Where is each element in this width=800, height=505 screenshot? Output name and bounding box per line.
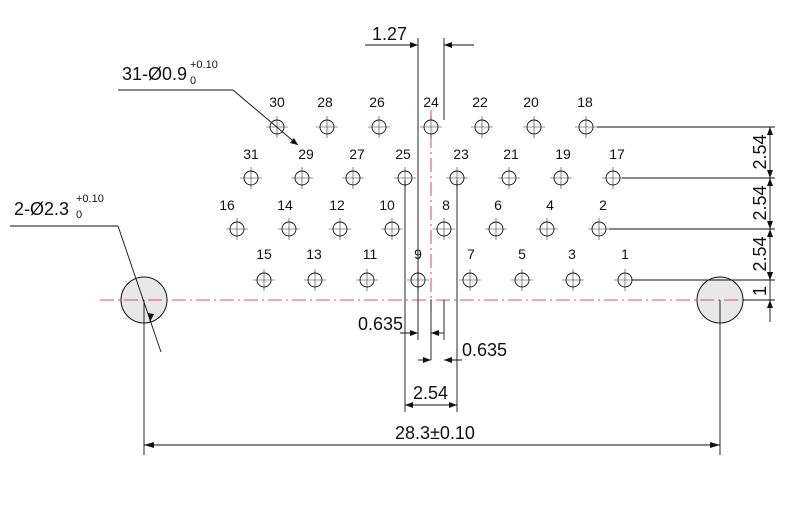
center-lines xyxy=(100,110,760,312)
pin-label: 5 xyxy=(518,246,526,262)
pin-label: 8 xyxy=(442,197,450,213)
pin-hole-callout-upper-tol: +0.10 xyxy=(190,59,218,71)
pin-label: 21 xyxy=(503,146,519,162)
pin-label: 30 xyxy=(269,94,285,110)
dim-text-span: 28.3±0.10 xyxy=(395,423,475,443)
pin-label: 7 xyxy=(467,246,475,262)
pin-label: 10 xyxy=(379,197,395,213)
pin-label: 1 xyxy=(621,246,629,262)
pin-label: 15 xyxy=(256,246,272,262)
pin-labels: 30 28 26 24 22 20 18 31 29 27 25 23 21 1… xyxy=(219,94,629,262)
pin-label: 20 xyxy=(523,94,539,110)
dim-text-row-gap-2: 2.54 xyxy=(750,185,770,220)
dim-text-pitch: 2.54 xyxy=(413,383,448,403)
dim-row-spacing: 2.54 2.54 2.54 1 xyxy=(597,126,775,322)
pin-label: 29 xyxy=(298,146,314,162)
dim-text-row-gap-4: 1 xyxy=(750,286,770,296)
mount-hole-callout-base: 2-Ø2.3 xyxy=(14,199,69,219)
pin-hole-callout-lower-tol: 0 xyxy=(190,75,196,87)
pin-label: 27 xyxy=(349,146,365,162)
mount-hole-callout-upper-tol: +0.10 xyxy=(76,193,104,205)
dim-bottom-offsets: 0.635 0.635 2.54 xyxy=(358,180,507,412)
pin-hole-callout: 31-Ø0.9 +0.10 0 xyxy=(118,59,299,146)
pin-label: 19 xyxy=(555,146,571,162)
pin-label: 6 xyxy=(494,197,502,213)
pin-label: 17 xyxy=(609,146,625,162)
dim-span: 28.3±0.10 xyxy=(143,300,721,455)
pin-label: 26 xyxy=(369,94,385,110)
pin-label: 31 xyxy=(243,146,259,162)
dim-text-offset-right: 0.635 xyxy=(462,340,507,360)
mount-hole-callout-lower-tol: 0 xyxy=(76,209,82,221)
mount-hole-callout: 2-Ø2.3 +0.10 0 xyxy=(10,193,162,353)
pin-label: 13 xyxy=(306,246,322,262)
dim-text-half-pitch: 1.27 xyxy=(372,24,407,44)
pin-label: 11 xyxy=(363,246,378,262)
pin-label: 14 xyxy=(277,197,293,213)
pin-label: 23 xyxy=(453,146,469,162)
dim-half-pitch-top: 1.27 xyxy=(365,24,474,300)
dim-text-row-gap-3: 2.54 xyxy=(750,236,770,271)
pin-label: 24 xyxy=(423,94,439,110)
pin-label: 25 xyxy=(395,146,411,162)
dim-text-offset-left: 0.635 xyxy=(358,314,403,334)
pin-label: 18 xyxy=(577,94,593,110)
pin-label: 4 xyxy=(546,197,554,213)
pin-label: 3 xyxy=(568,246,576,262)
dim-text-row-gap-1: 2.54 xyxy=(750,134,770,169)
pin-hole-callout-base: 31-Ø0.9 xyxy=(122,64,187,84)
pin-label: 22 xyxy=(472,94,488,110)
pin-label: 12 xyxy=(329,197,345,213)
pin-label: 16 xyxy=(219,197,235,213)
pin-label: 2 xyxy=(599,197,607,213)
pin-label: 28 xyxy=(317,94,333,110)
